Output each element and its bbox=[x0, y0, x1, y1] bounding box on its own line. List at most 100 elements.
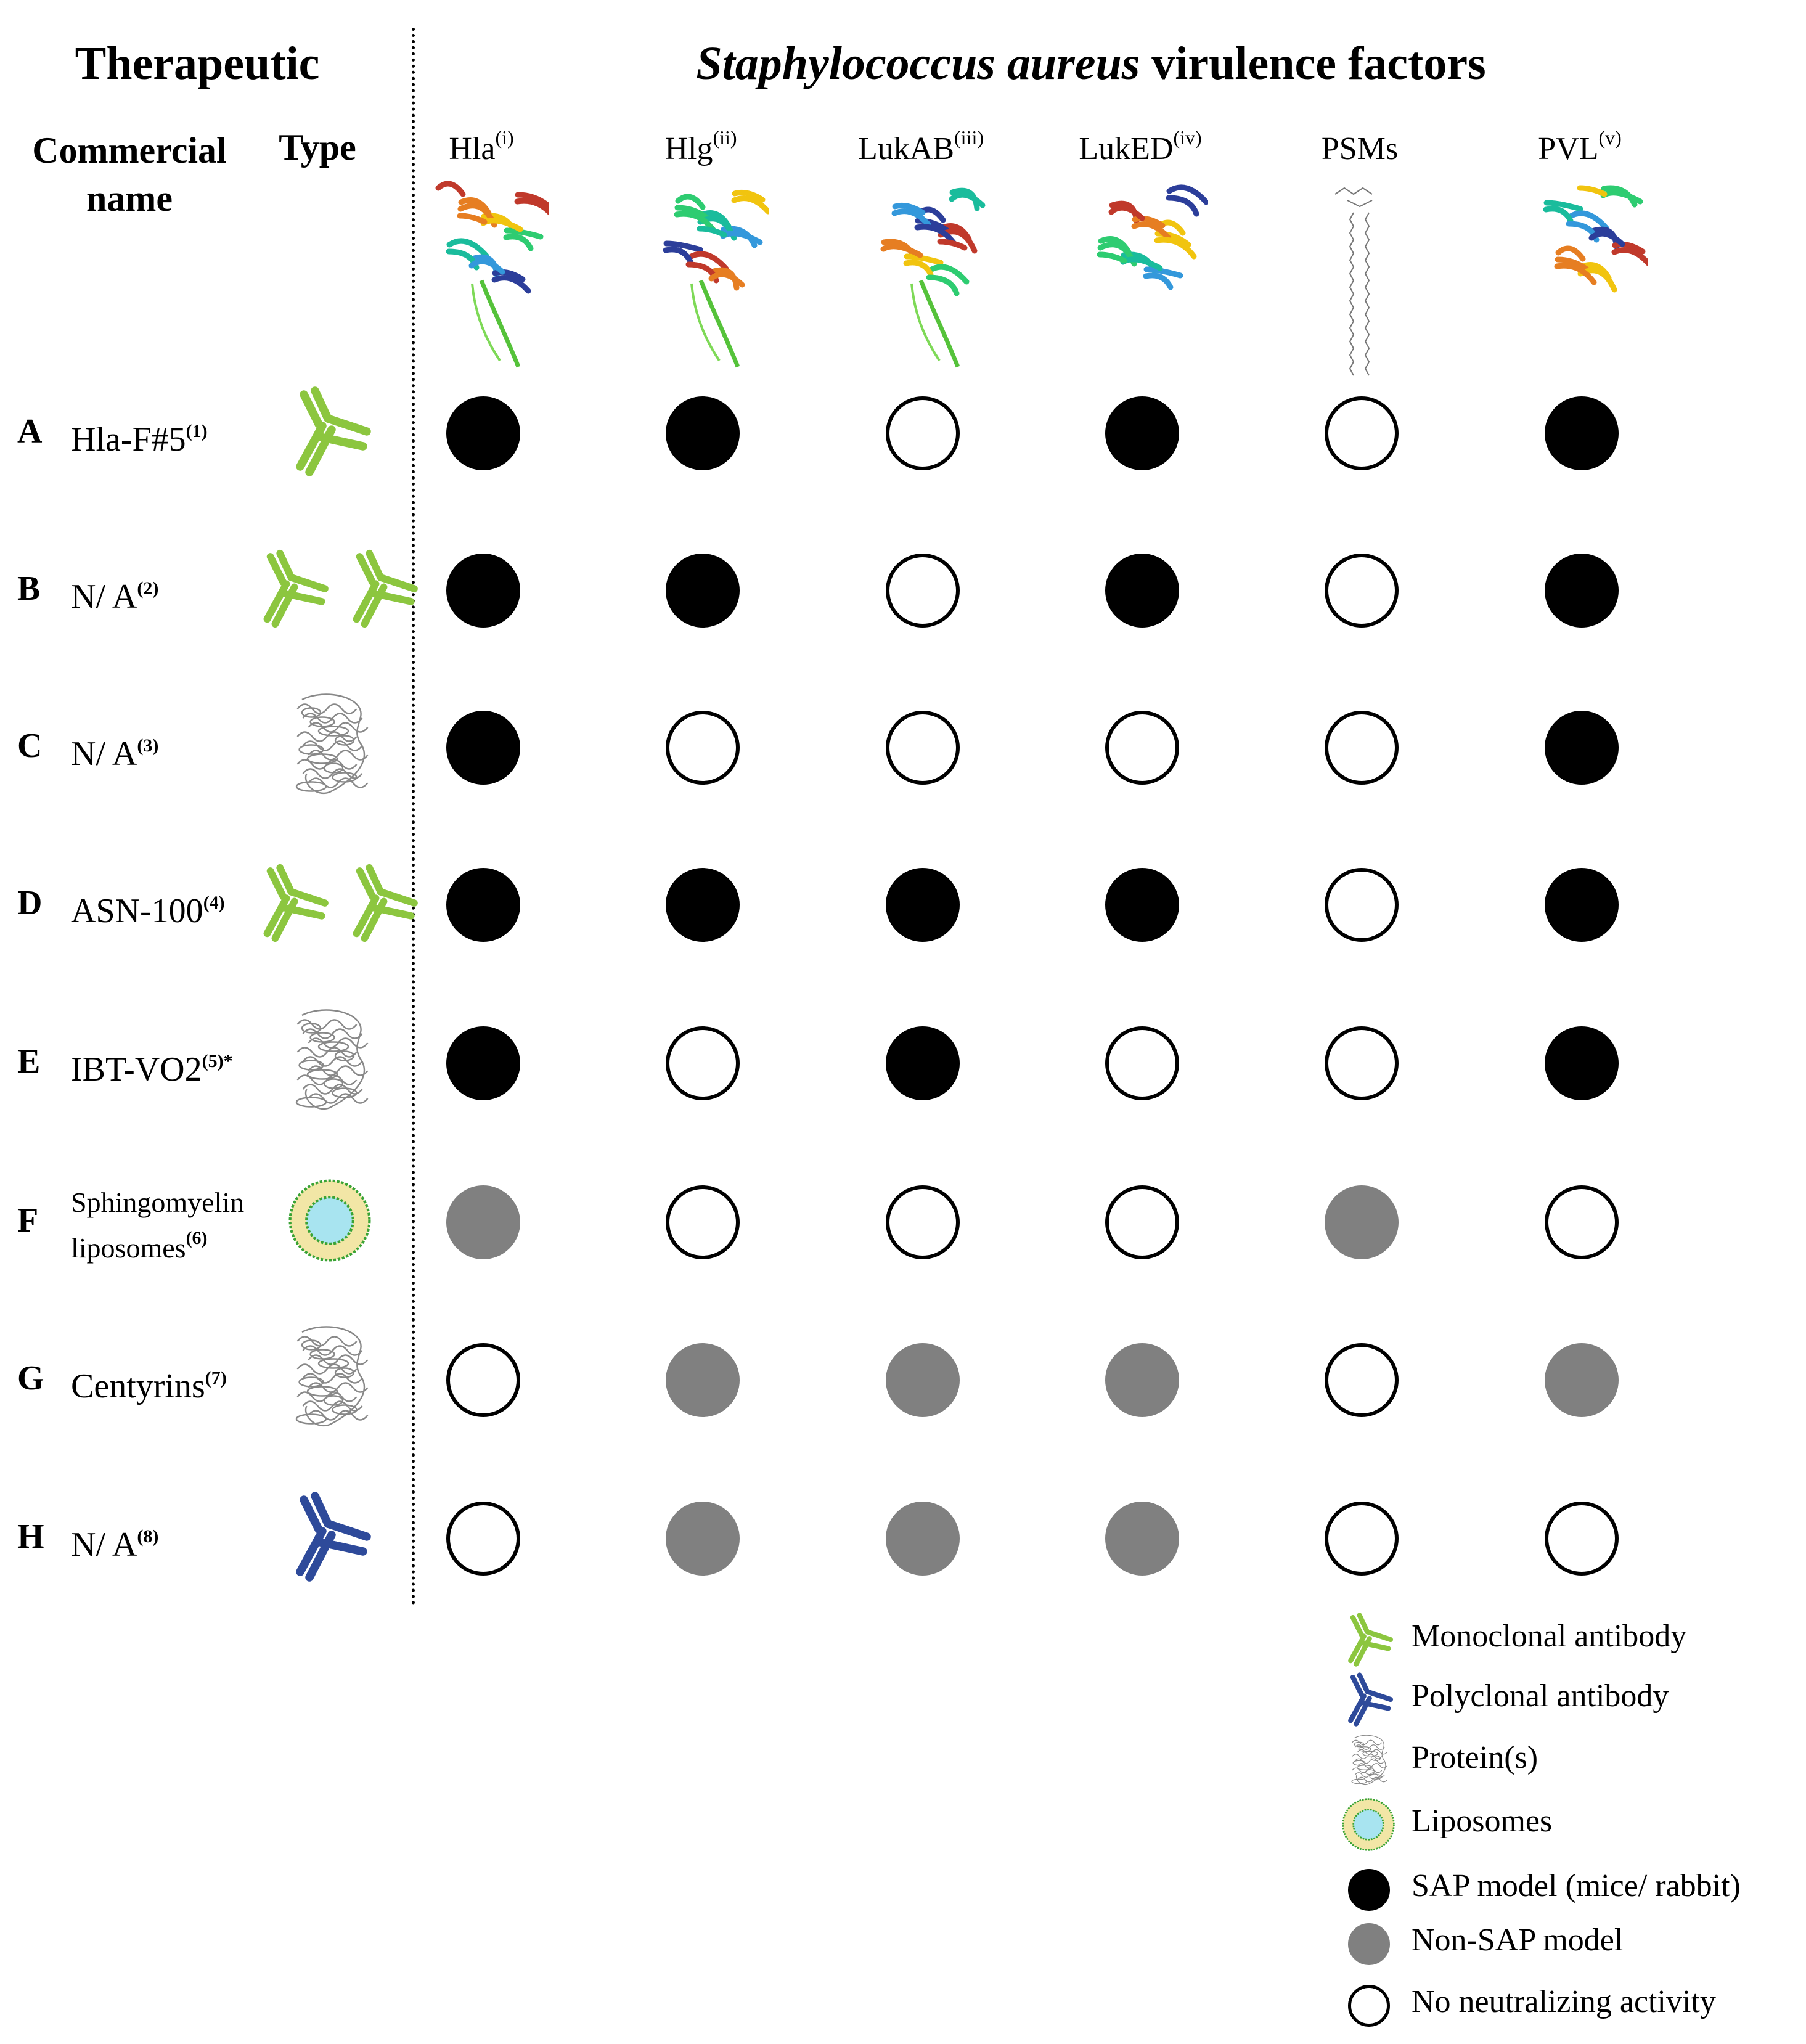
monoclonal-antibody-icon bbox=[342, 539, 422, 641]
sap-model-dot bbox=[446, 554, 520, 628]
commercial-name: Hla-F#5(1) bbox=[71, 413, 208, 458]
non-sap-model-dot bbox=[886, 1502, 960, 1576]
protein-icon bbox=[284, 1320, 376, 1440]
legend-label: Monoclonal antibody bbox=[1412, 1619, 1687, 1654]
commercial-name-text: IBT-VO2 bbox=[71, 1050, 202, 1089]
no-activity-dot bbox=[1105, 711, 1179, 785]
legend-label: No neutralizing activity bbox=[1412, 1984, 1716, 2019]
sap-model-dot bbox=[666, 554, 740, 628]
reference-number: (8) bbox=[137, 1526, 159, 1547]
liposome-icon bbox=[287, 1177, 373, 1267]
factor-name: Hlg bbox=[664, 131, 713, 166]
commercial-name-text: liposomes bbox=[71, 1232, 186, 1264]
protein-structure-image bbox=[633, 176, 771, 379]
factor-reference: (iv) bbox=[1173, 126, 1202, 149]
protein-icon bbox=[284, 687, 376, 807]
sap-model-dot bbox=[886, 1026, 960, 1100]
commercial-name-line: Sphingomyelin bbox=[71, 1187, 245, 1218]
no-activity-dot bbox=[666, 711, 740, 785]
reference-number: (6) bbox=[186, 1228, 208, 1248]
monoclonal-antibody-icon bbox=[284, 385, 376, 481]
factor-label: LukED(iv) bbox=[1048, 126, 1233, 167]
no-activity-dot bbox=[886, 1185, 960, 1259]
no-activity-dot bbox=[1545, 1185, 1619, 1259]
row-letter: F bbox=[17, 1201, 39, 1240]
commercial-name: N/ A(2) bbox=[71, 570, 158, 615]
commercial-name-text: N/ A bbox=[71, 1526, 137, 1564]
factor-label: LukAB(iii) bbox=[828, 126, 1013, 167]
polyclonal-antibody-icon bbox=[284, 1490, 376, 1586]
legend-label: Protein(s) bbox=[1412, 1740, 1538, 1775]
protein-icon bbox=[284, 1003, 376, 1123]
no-activity-dot bbox=[1105, 1026, 1179, 1100]
chemical-structure-image bbox=[1292, 176, 1428, 379]
nonsap-dot bbox=[1348, 1923, 1390, 1965]
monoclonal-antibody-icon bbox=[1341, 1612, 1396, 1667]
factor-label: PVL(v) bbox=[1487, 126, 1672, 167]
commercial-name-text: N/ A bbox=[71, 735, 137, 773]
commercial-name-text: N/ A bbox=[71, 578, 137, 616]
factor-name: Hla bbox=[449, 131, 496, 166]
therapeutic-header: Therapeutic bbox=[75, 38, 320, 89]
no-activity-dot bbox=[1325, 1026, 1399, 1100]
non-sap-model-dot bbox=[886, 1343, 960, 1417]
no-activity-dot bbox=[886, 711, 960, 785]
commercial-name-text: Centyrins bbox=[71, 1367, 205, 1405]
sap-model-dot bbox=[1545, 396, 1619, 470]
type-header: Type bbox=[279, 127, 356, 168]
factor-name: LukAB bbox=[858, 131, 954, 166]
reference-number: (7) bbox=[205, 1368, 227, 1388]
legend-label: Polyclonal antibody bbox=[1412, 1678, 1669, 1714]
sap-model-dot bbox=[446, 868, 520, 942]
species-name: Staphylococcus aureus bbox=[696, 38, 1140, 89]
commercial-name: Centyrins(7) bbox=[71, 1360, 227, 1405]
commercial-name: N/ A(8) bbox=[71, 1518, 158, 1563]
row-letter: A bbox=[17, 412, 43, 451]
no-activity-dot bbox=[666, 1185, 740, 1259]
factor-reference: (i) bbox=[495, 126, 514, 149]
no-activity-dot bbox=[446, 1343, 520, 1417]
no-activity-dot bbox=[1325, 868, 1399, 942]
non-sap-model-dot bbox=[666, 1343, 740, 1417]
no-activity-dot bbox=[1325, 1343, 1399, 1417]
commercial-name: ASN-100(4) bbox=[71, 885, 225, 930]
factor-label: PSMs bbox=[1267, 126, 1452, 167]
factor-name: LukED bbox=[1079, 131, 1174, 166]
non-sap-model-dot bbox=[666, 1502, 740, 1576]
virulence-factors-header: Staphylococcus aureus virulence factors bbox=[425, 37, 1757, 91]
row-letter: B bbox=[17, 570, 41, 608]
no-activity-dot bbox=[886, 554, 960, 628]
no-activity-dot bbox=[1105, 1185, 1179, 1259]
no-activity-dot bbox=[1325, 1502, 1399, 1576]
factor-label: Hla(i) bbox=[389, 126, 574, 167]
row-letter: D bbox=[17, 884, 43, 922]
row-letter: C bbox=[17, 727, 43, 765]
reference-number: (3) bbox=[137, 735, 159, 756]
monoclonal-antibody-icon bbox=[253, 854, 333, 955]
legend-label: SAP model (mice/ rabbit) bbox=[1412, 1868, 1741, 1903]
protein-structure-image bbox=[853, 176, 989, 379]
no-activity-dot bbox=[666, 1026, 740, 1100]
commercial-name-line: liposomes(6) bbox=[71, 1220, 293, 1266]
sap-model-dot bbox=[446, 396, 520, 470]
no-activity-dot bbox=[1545, 1502, 1619, 1576]
row-letter: G bbox=[17, 1359, 44, 1397]
non-sap-model-dot bbox=[1105, 1502, 1179, 1576]
monoclonal-antibody-icon bbox=[253, 539, 333, 641]
sap-model-dot bbox=[666, 396, 740, 470]
none-dot bbox=[1348, 1985, 1390, 2027]
no-activity-dot bbox=[1325, 554, 1399, 628]
commercial-name-text: ASN-100 bbox=[71, 892, 203, 930]
non-sap-model-dot bbox=[1105, 1343, 1179, 1417]
sap-model-dot bbox=[1105, 554, 1179, 628]
sap-model-dot bbox=[446, 711, 520, 785]
commercial-name: IBT-VO2(5)* bbox=[71, 1043, 233, 1088]
protein-structure-image bbox=[1512, 176, 1651, 379]
sap-model-dot bbox=[1545, 711, 1619, 785]
protein-structure-image bbox=[1073, 176, 1209, 379]
protein-icon bbox=[1341, 1733, 1396, 1789]
commercial-name: N/ A(3) bbox=[71, 727, 158, 772]
sap-model-dot bbox=[446, 1026, 520, 1100]
no-activity-dot bbox=[886, 396, 960, 470]
